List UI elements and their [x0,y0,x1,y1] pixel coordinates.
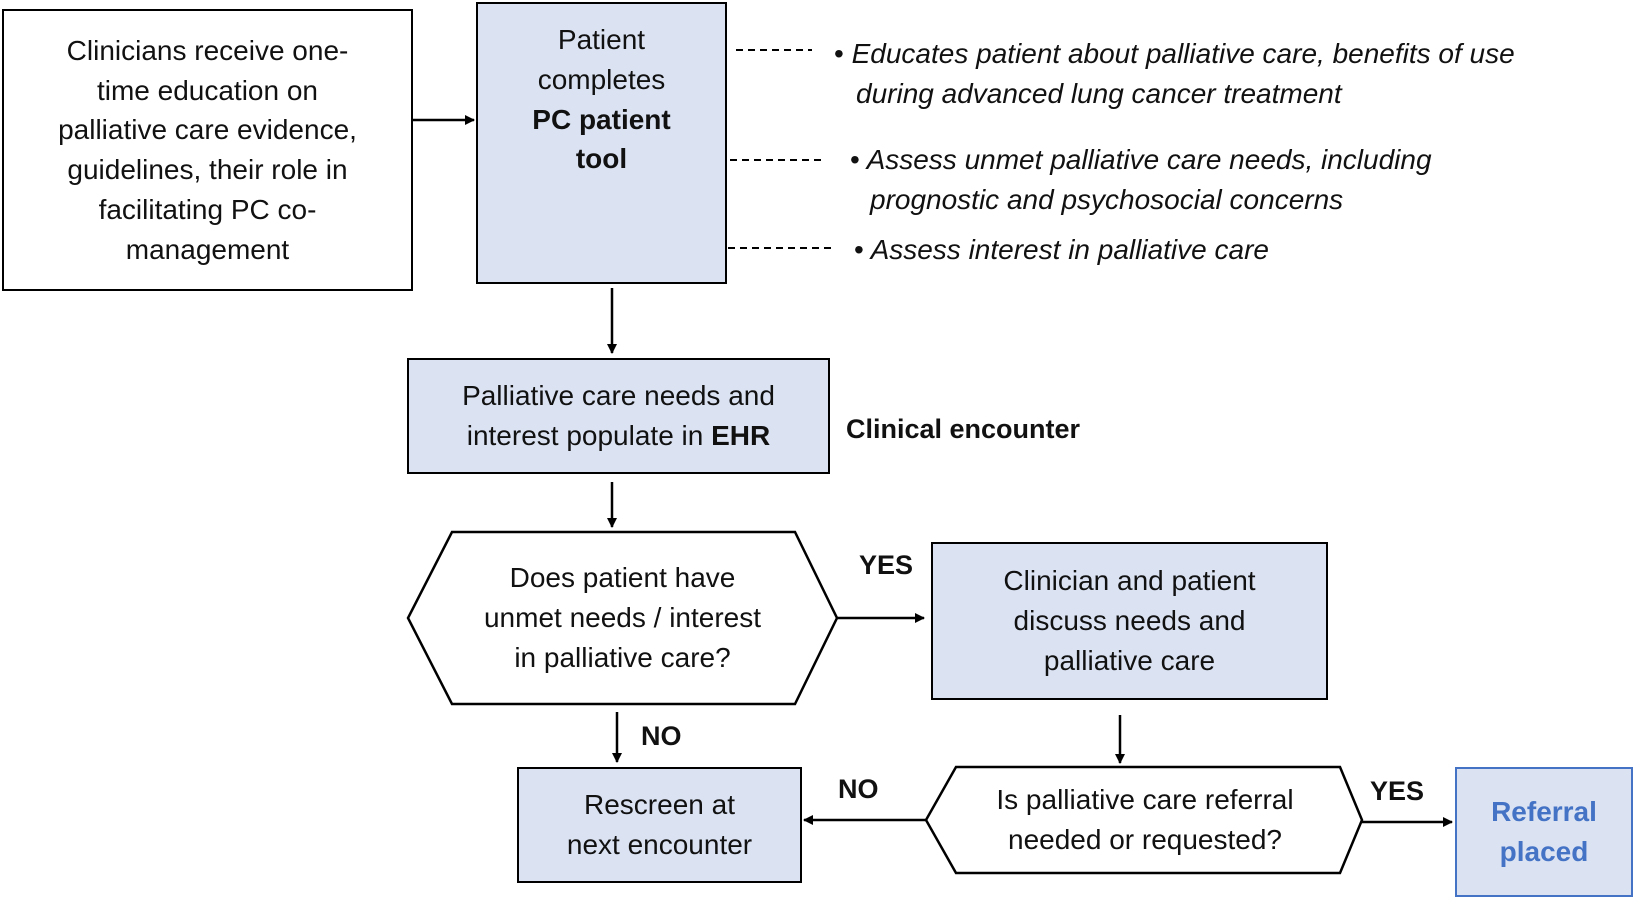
bullet-2-line-2: prognostic and psychosocial concerns [870,183,1344,215]
yes-label-1: YES [859,550,914,580]
ehr-line-2-text: interest populate in [466,420,712,451]
ehr-line-2: interest populate in EHR [467,416,771,456]
no-label-1: NO [641,721,682,751]
pc-tool-line-3: PC patient [532,103,671,135]
decision-referral-line-2: needed or requested? [1008,824,1282,855]
referral-line-1: Referral [1491,796,1597,828]
no-label-2: NO [838,774,879,804]
bullet-marker: • [834,38,844,69]
decision-referral-line-1: Is palliative care referral [996,784,1294,816]
education-line-4: guidelines, their role in [67,154,348,185]
pc-tool-line-2: completes [537,63,666,95]
discuss-box: Clinician and patient discuss needs and … [931,542,1328,700]
rescreen-box: Rescreen at next encounter [517,767,802,883]
pc-tool-line-1: Patient [557,24,646,55]
education-box: Clinicians receive one- time education o… [2,9,413,291]
decision-needs-text: Does patient have unmet needs / interest… [420,532,825,704]
decision-referral-text: Is palliative care referral needed or re… [940,767,1350,873]
bullet-1-line-2: during advanced lung cancer treatment [856,77,1342,109]
pc-tool-box: Patient completes PC patient tool [476,2,727,284]
ehr-label: EHR [711,420,771,451]
bullet-marker: • [850,144,860,175]
rescreen-line-2: next encounter [566,829,753,860]
bullet-2-line-1: Assess unmet palliative care needs, incl… [866,144,1432,175]
discuss-line-3: palliative care [1043,644,1216,676]
education-line-5: facilitating PC co- [98,193,317,225]
bullet-educates: • Educates patient about palliative care… [834,34,1515,114]
education-line-1: Clinicians receive one- [66,34,349,66]
decision-needs-line-3: in palliative care? [514,641,731,673]
pc-tool-line-4: tool [575,143,628,175]
bullet-assess-needs: • Assess unmet palliative care needs, in… [850,140,1432,220]
ehr-line-1: Palliative care needs and [462,380,775,412]
decision-needs-line-1: Does patient have [509,562,736,594]
education-line-6: management [125,233,290,265]
education-line-2: time education on [96,74,319,106]
bullet-marker: • [854,234,864,265]
discuss-line-1: Clinician and patient [1003,565,1256,597]
education-line-3: palliative care evidence, [58,114,357,146]
ehr-box: Palliative care needs and interest popul… [407,358,830,474]
discuss-line-2: discuss needs and [1013,605,1246,637]
referral-line-2: placed [1499,836,1589,867]
bullet-3-line-1: Assess interest in palliative care [870,234,1269,265]
decision-needs-shape [406,530,839,706]
referral-placed-box: Referral placed [1455,767,1633,897]
decision-needs-line-2: unmet needs / interest [483,602,762,634]
clinical-encounter-label: Clinical encounter [846,414,1081,444]
bullet-1-line-1: Educates patient about palliative care, … [851,38,1515,69]
bullet-assess-interest: • Assess interest in palliative care [854,230,1269,270]
yes-label-2: YES [1370,776,1425,806]
rescreen-line-1: Rescreen at [584,789,735,821]
